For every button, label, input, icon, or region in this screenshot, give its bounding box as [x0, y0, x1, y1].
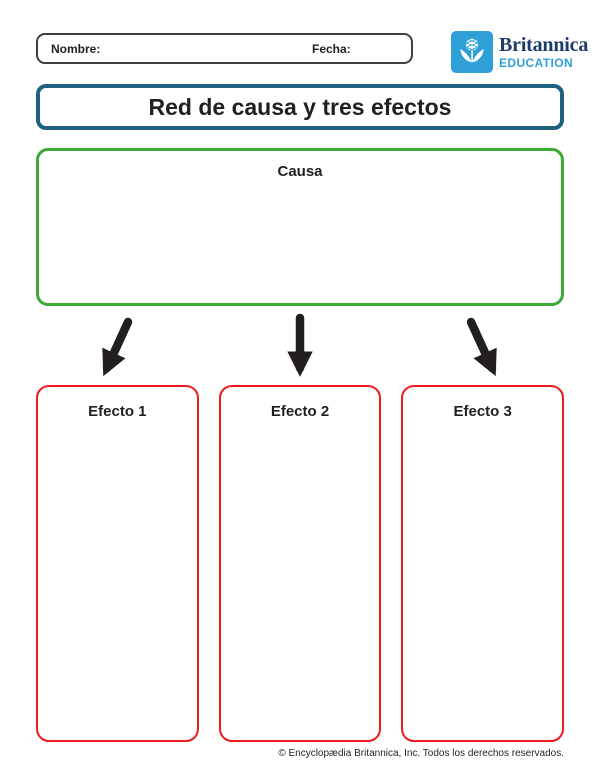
logo-education-text: EDUCATION — [499, 56, 574, 70]
effect-2-label: Efecto 2 — [270, 403, 330, 420]
effect-2-write-area[interactable] — [221, 420, 380, 740]
cause-effect-arrows — [102, 313, 497, 377]
cause-label: Causa — [277, 163, 323, 180]
date-label: Fecha: — [312, 41, 351, 56]
effect-3-write-area[interactable] — [403, 420, 562, 740]
copyright-text: © Encyclopædia Britannica, Inc. Todos lo… — [278, 748, 564, 759]
logo-wordmark: Britannica EDUCATION — [499, 35, 588, 69]
cause-box: Causa — [36, 148, 564, 306]
effect-1-box: Efecto 1 — [36, 385, 199, 742]
name-label: Nombre: — [51, 41, 101, 56]
effect-3-box: Efecto 3 — [401, 385, 565, 742]
logo-brand-text: Britannica — [499, 34, 589, 56]
effects-row: Efecto 1 Efecto 2 Efecto 3 — [36, 385, 565, 742]
thistle-icon — [451, 31, 493, 73]
name-write-area[interactable] — [100, 35, 411, 62]
effect-3-label: Efecto 3 — [453, 403, 512, 420]
arrow-down-left-icon — [102, 317, 133, 377]
arrow-down-right-icon — [466, 317, 497, 377]
name-date-box: Nombre: Fecha: — [36, 33, 413, 64]
effect-1-write-area[interactable] — [38, 420, 197, 740]
britannica-logo: Britannica EDUCATION — [451, 31, 588, 73]
effect-1-label: Efecto 1 — [88, 403, 147, 420]
cause-write-area[interactable] — [39, 180, 561, 303]
worksheet-title: Red de causa y tres efectos — [148, 93, 452, 120]
worksheet-title-box: Red de causa y tres efectos — [36, 84, 564, 130]
effect-2-box: Efecto 2 — [218, 385, 382, 742]
